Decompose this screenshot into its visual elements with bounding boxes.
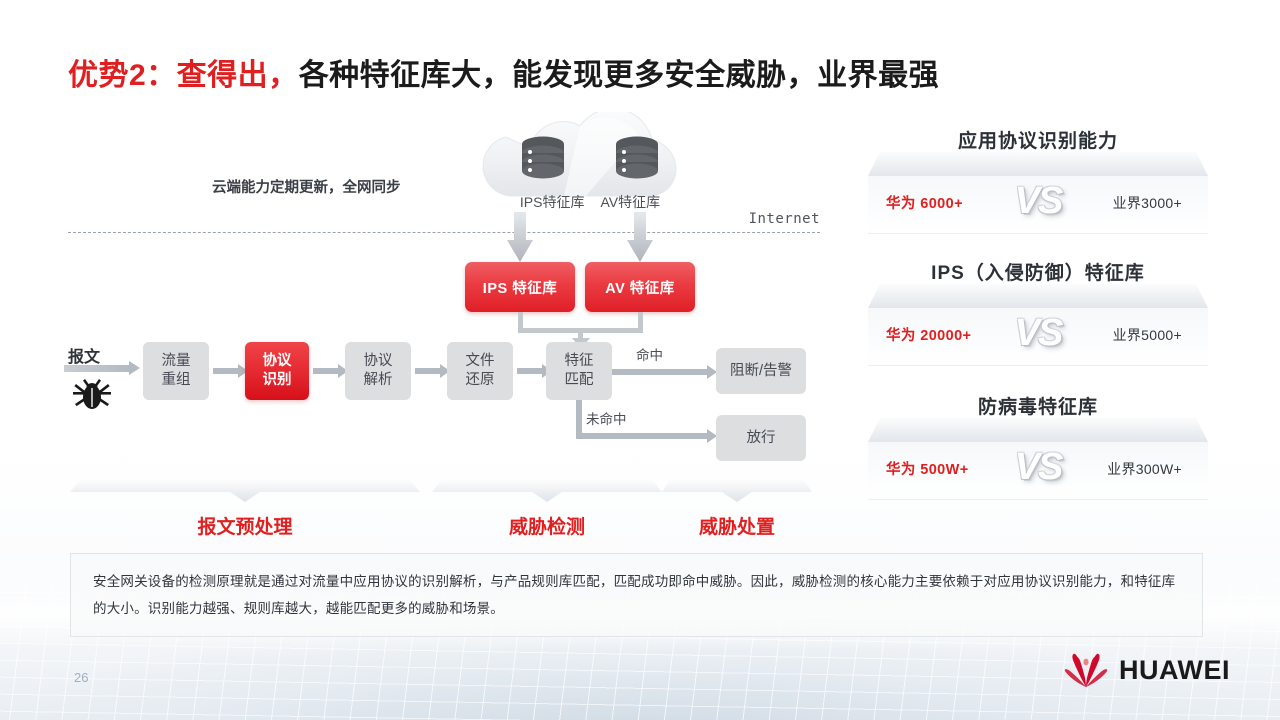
card-title: 应用协议识别能力 [957,131,1118,152]
page-number: 26 [74,670,89,685]
page-title: 优势2：查得出，各种特征库大，能发现更多安全威胁，业界最强 [68,50,939,94]
card-industry-value: 业界3000+ [1112,195,1182,211]
stage-label-response: 威胁处置 [698,517,775,538]
cloud-update-note: 云端能力定期更新，全网同步 [212,180,401,196]
cloud-ips-label: IPS特征库 [519,194,585,210]
av-database-icon [616,136,658,179]
cloud-to-ips-arrow [507,212,533,262]
stage-banner-detection [432,480,662,502]
outcome-text: 放行 [746,429,776,446]
explanation-note-text: 安全网关设备的检测原理就是通过对流量中应用协议的识别解析，与产品规则库匹配，匹配… [93,574,1176,616]
explanation-note-box: 安全网关设备的检测原理就是通过对流量中应用协议的识别解析，与产品规则库匹配，匹配… [70,553,1203,637]
flow-step-protocol-identification[interactable]: 协议识别 [245,342,309,400]
cloud-av-label: AV特征库 [600,194,661,210]
miss-branch-horizontal [576,433,707,439]
huawei-wordmark: HUAWEI [1119,654,1230,685]
signature-to-match-connector [578,328,583,342]
outcome-block-alarm[interactable]: 阻断/告警 [716,348,806,394]
comparison-card-antivirus: 防病毒特征库 VS 华为 500W+ 业界300W+ [868,392,1208,504]
card-huawei-value: 华为 20000+ [886,328,972,344]
packet-input-arrow [64,361,140,375]
card-top-bevel [868,152,1208,176]
internet-label: Internet [748,211,820,227]
card-title: IPS（入侵防御）特征库 [931,263,1145,284]
stage-banner-response [662,480,812,502]
comparison-card-app-protocol: 应用协议识别能力 VS 华为 6000+ 业界3000+ [868,126,1208,238]
ips-down-connector [518,312,523,330]
card-huawei-value: 华为 500W+ [886,462,969,478]
bug-icon [73,379,111,409]
arrow-identification-to-parsing [313,364,348,378]
huawei-logo: HUAWEI [1063,650,1243,690]
miss-label: 未命中 [586,412,627,427]
cloud-database-icons [460,136,720,182]
flow-step-protocol-parsing[interactable]: 协议解析 [345,342,411,400]
flow-step-traffic-reassembly[interactable]: 流量重组 [143,342,209,400]
packet-input-label: 报文 [68,349,101,366]
av-signature-library-box[interactable]: AV 特征库 [585,262,695,312]
card-title: 防病毒特征库 [977,397,1098,418]
flow-step-text: 特征匹配 [564,353,594,388]
card-body [868,442,1208,500]
card-body [868,176,1208,234]
vs-glyph: VS [1014,312,1064,354]
comparison-card-ips: IPS（入侵防御）特征库 VS 华为 20000+ 业界5000+ [868,258,1208,370]
ips-signature-library-box[interactable]: IPS 特征库 [465,262,575,312]
flow-step-text: 流量重组 [161,353,191,388]
hit-branch-arrowhead [707,365,717,379]
flow-step-text: 文件还原 [465,353,495,388]
card-top-bevel [868,284,1208,308]
arrow-reassembly-to-identification [213,364,248,378]
ips-database-icon [522,136,564,179]
outcome-pass[interactable]: 放行 [716,415,806,461]
miss-branch-vertical [576,400,582,438]
stage-label-detection: 威胁检测 [508,517,585,538]
vs-glyph: VS [1014,446,1064,488]
card-body [868,308,1208,366]
card-industry-value: 业界300W+ [1107,461,1182,477]
arrow-parsing-to-file-restore [415,364,450,378]
card-industry-value: 业界5000+ [1112,327,1182,343]
card-top-bevel [868,418,1208,442]
cloud-to-av-arrow [627,212,653,262]
stage-banner-preprocess [70,480,420,502]
huawei-flower-icon [1064,653,1108,687]
page-title-highlight: 优势2：查得出， [68,59,299,92]
arrow-file-restore-to-matching [517,364,552,378]
page-title-rest: 各种特征库大，能发现更多安全威胁，业界最强 [298,59,940,92]
card-huawei-value: 华为 6000+ [886,196,963,212]
flow-step-text: 协议识别 [262,353,292,388]
outcome-text: 阻断/告警 [729,362,793,379]
internet-boundary-line [68,232,820,233]
flow-step-signature-matching[interactable]: 特征匹配 [546,342,612,400]
vs-glyph: VS [1014,180,1064,222]
hit-label: 命中 [636,348,663,363]
hit-branch-line [612,369,707,375]
miss-branch-arrowhead [707,429,717,443]
stage-label-preprocess: 报文预处理 [197,517,293,538]
flow-step-text: 协议解析 [363,353,393,388]
cloud-graphic: IPS特征库 AV特征库 [460,112,720,232]
av-down-connector [638,312,643,330]
flow-step-file-restore[interactable]: 文件还原 [447,342,513,400]
